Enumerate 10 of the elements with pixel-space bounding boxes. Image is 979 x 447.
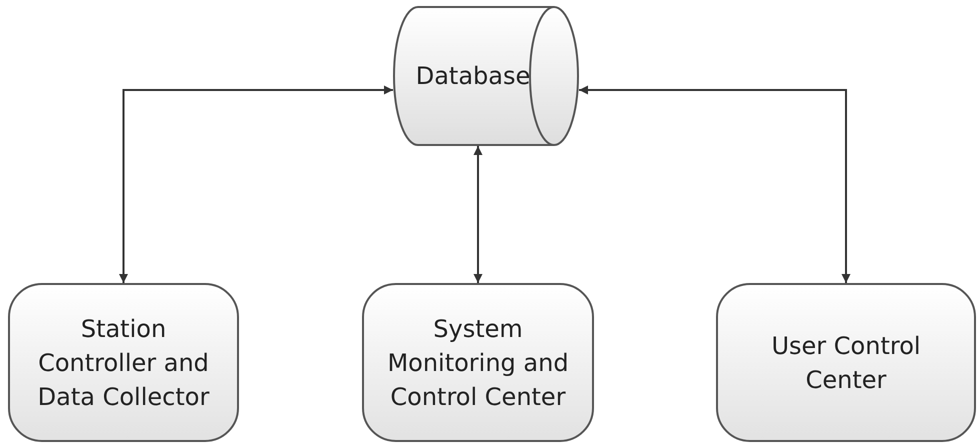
arrow — [579, 86, 850, 283]
process-box — [716, 283, 976, 442]
process-box — [362, 283, 594, 442]
node-label: User Control Center — [770, 330, 922, 396]
arrow — [474, 146, 482, 283]
node-label: System Monitoring and Control Center — [386, 314, 570, 412]
process-box — [8, 283, 239, 442]
node-label: Station Controller and Data Collector — [36, 314, 210, 412]
node-label: Database — [414, 61, 532, 92]
arrow — [119, 86, 393, 283]
